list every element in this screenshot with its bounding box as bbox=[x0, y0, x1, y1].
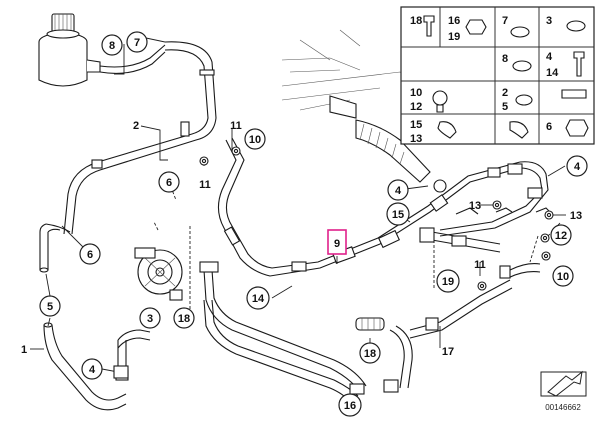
callout-10-right: 10 bbox=[557, 271, 569, 283]
legend-6: 6 bbox=[546, 121, 552, 133]
callout-11-top: 11 bbox=[230, 120, 242, 132]
legend-14: 14 bbox=[546, 67, 559, 79]
callout-1: 1 bbox=[21, 344, 27, 356]
legend-4: 4 bbox=[546, 51, 553, 63]
callout-4-right: 4 bbox=[574, 161, 581, 173]
callout-11-mid: 11 bbox=[199, 179, 211, 191]
parts-legend-grid: 18 16 19 7 3 8 4 14 10 12 2 5 15 13 6 bbox=[400, 6, 595, 145]
callout-9: 9 bbox=[334, 238, 340, 250]
callout-18-bottom: 18 bbox=[364, 348, 376, 360]
legend-10: 10 bbox=[410, 87, 422, 99]
legend-18: 18 bbox=[410, 15, 422, 27]
washer-icons bbox=[113, 146, 554, 379]
diagram-reference-number: 00146662 bbox=[545, 403, 581, 412]
callout-15: 15 bbox=[392, 209, 404, 221]
callout-labels: 8 7 2 11 10 11 6 6 5 1 3 18 4 14 bbox=[21, 31, 588, 417]
callout-5: 5 bbox=[47, 301, 53, 313]
callout-13-right: 13 bbox=[570, 210, 582, 222]
callout-4-bottom: 4 bbox=[89, 364, 96, 376]
legend-3: 3 bbox=[546, 15, 552, 27]
callout-18-left: 18 bbox=[178, 313, 190, 325]
reservoir-illustration bbox=[38, 13, 101, 87]
callout-12: 12 bbox=[555, 230, 567, 242]
callout-6-mid: 6 bbox=[166, 177, 172, 189]
callout-17: 17 bbox=[442, 346, 454, 358]
callout-16: 16 bbox=[344, 400, 356, 412]
view-direction-badge: 00146662 bbox=[540, 370, 587, 412]
callout-10-top: 10 bbox=[249, 134, 261, 146]
legend-13: 13 bbox=[410, 133, 422, 145]
callout-19: 19 bbox=[442, 276, 454, 288]
pump-illustration bbox=[134, 247, 183, 301]
legend-16: 16 bbox=[448, 15, 460, 27]
legend-19: 19 bbox=[448, 31, 460, 43]
callout-6-left: 6 bbox=[87, 249, 93, 261]
legend-7: 7 bbox=[502, 15, 508, 27]
callout-4-rack: 4 bbox=[395, 185, 402, 197]
legend-12: 12 bbox=[410, 101, 422, 113]
legend-15: 15 bbox=[410, 119, 422, 131]
legend-2: 2 bbox=[502, 87, 508, 99]
pressure-hose-illustration bbox=[217, 137, 521, 277]
return-hose-illustration bbox=[63, 41, 217, 235]
legend-8: 8 bbox=[502, 53, 508, 65]
callout-7: 7 bbox=[134, 37, 140, 49]
highlight-box-9 bbox=[327, 229, 347, 255]
callout-3: 3 bbox=[147, 313, 153, 325]
callout-11-right: 11 bbox=[474, 259, 486, 271]
rack-line-illustration bbox=[419, 161, 553, 279]
callout-13-left: 13 bbox=[469, 200, 481, 212]
callout-2: 2 bbox=[133, 120, 139, 132]
cooler-line-illustration bbox=[199, 261, 513, 403]
callout-14: 14 bbox=[252, 293, 265, 305]
callout-8: 8 bbox=[109, 40, 115, 52]
legend-5: 5 bbox=[502, 101, 508, 113]
